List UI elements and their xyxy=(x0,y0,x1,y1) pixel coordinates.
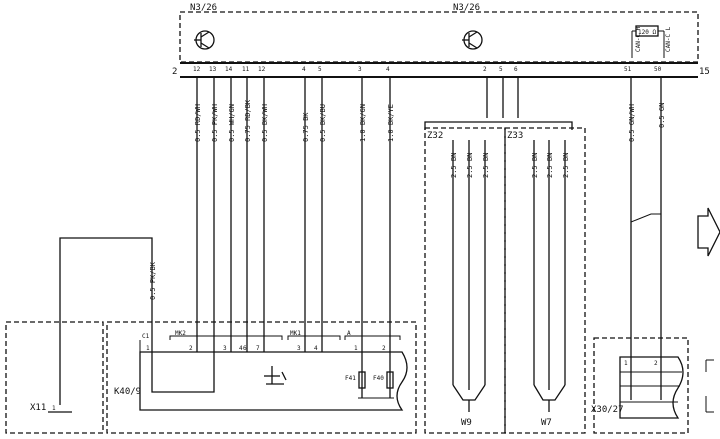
wire-label: 2.5 BN xyxy=(482,153,490,178)
fuse-f41 xyxy=(358,371,366,389)
pin-number: 13 xyxy=(209,66,217,73)
z33-label: Z33 xyxy=(507,131,523,141)
x11-box xyxy=(5,321,104,434)
n3-26-label-right: N3/26 xyxy=(453,3,480,13)
pin-number: 3 xyxy=(223,345,227,352)
pin-number: 4 xyxy=(239,345,243,352)
x30-27-box xyxy=(593,337,689,434)
n3-26-module-border xyxy=(179,11,699,63)
pin-number: 2 xyxy=(483,66,487,73)
twisted-pair-marker xyxy=(630,213,661,223)
wire-bundle xyxy=(196,77,391,352)
wire-label: 0.5 GN xyxy=(658,103,666,128)
pin-number: 5 xyxy=(499,66,503,73)
wire-label: 1.0 BK/YE xyxy=(387,104,395,142)
transistor-icon xyxy=(194,30,215,50)
k40-9-label: K40/9 xyxy=(114,387,141,397)
pin-number: 6 xyxy=(243,345,247,352)
pin-number: 3 xyxy=(358,66,362,73)
wire-label: 0.5 BK/WH xyxy=(261,104,269,142)
wire-label: 2.5 BN xyxy=(466,153,474,178)
pin-number: 5 xyxy=(318,66,322,73)
wire-label: 0.5 WH/GN xyxy=(228,104,236,142)
wire-label: 0.75 RD/BK xyxy=(244,99,252,142)
connector-label: A xyxy=(347,330,351,337)
wire-label: 0.5 PK/BK xyxy=(149,261,157,300)
x30-27-label: X30/27 xyxy=(591,405,624,415)
pin-number: 2 xyxy=(654,360,658,367)
pin-number: 1 xyxy=(624,360,628,367)
w9-label: W9 xyxy=(461,418,472,428)
x11-label: X11 xyxy=(30,403,46,413)
k40-9-box xyxy=(106,321,417,434)
pin-number: 6 xyxy=(514,66,518,73)
connector-label: C1 xyxy=(142,333,150,340)
connector-label: MK1 xyxy=(290,330,301,337)
wire-label: 0.5 GN/WH xyxy=(628,104,636,142)
wire-label: 2.5 BN xyxy=(450,153,458,178)
can-low-label: CAN-C L xyxy=(665,26,672,52)
fuse-f40 xyxy=(386,371,394,389)
k40-9-connector xyxy=(139,351,408,411)
row-start-label: 2 xyxy=(172,67,177,77)
wire-label: 2.5 BN xyxy=(562,153,570,178)
pin-number: 51 xyxy=(624,66,632,73)
pin-number: 14 xyxy=(225,66,233,73)
pin-number: 11 xyxy=(242,66,250,73)
pin-number: 1 xyxy=(354,345,358,352)
pin-number: 4 xyxy=(302,66,306,73)
n3-26-label-left: N3/26 xyxy=(190,3,217,13)
fuse-label: F41 xyxy=(345,375,356,382)
wire-to-x11 xyxy=(59,237,153,405)
pin-number: 4 xyxy=(314,345,318,352)
pin-number: 1 xyxy=(52,405,56,412)
connector-label: MK2 xyxy=(175,330,186,337)
relay-switch-icon xyxy=(264,366,287,385)
z33-box xyxy=(504,127,586,434)
can-high-label: CAN-C H xyxy=(635,26,642,52)
continuation-arrow-icon xyxy=(697,207,720,257)
wire-label: 2.5 BN xyxy=(531,153,539,178)
internal-loop xyxy=(151,352,215,393)
wire-label: 0.75 BK xyxy=(302,112,310,142)
transistor-icon xyxy=(462,30,483,50)
pin-number: 1 xyxy=(146,345,150,352)
pin-number: 2 xyxy=(189,345,193,352)
pin-number: 3 xyxy=(297,345,301,352)
pin-number: 7 xyxy=(256,345,260,352)
z32-bracket xyxy=(424,121,573,126)
pin-number: 4 xyxy=(386,66,390,73)
pin-number: 12 xyxy=(258,66,266,73)
pin-number: 2 xyxy=(382,345,386,352)
fuse-label: F40 xyxy=(373,375,384,382)
row-end-label: 15 xyxy=(699,67,710,77)
wire-label: 0.5 BK/BU xyxy=(319,104,327,142)
resistor-value: 120 Ω xyxy=(638,29,656,36)
wire-label: 1.0 BK/GN xyxy=(359,104,367,142)
x30-27-connector xyxy=(619,356,684,419)
wire-label: 0.5 PK/WH xyxy=(211,104,219,142)
z32-label: Z32 xyxy=(427,131,443,141)
pin-number: 12 xyxy=(193,66,201,73)
wire-label: 2.5 BN xyxy=(546,153,554,178)
wire-label: 0.5 RD/WH xyxy=(194,104,202,142)
z32-box xyxy=(424,127,506,434)
pin-number: 50 xyxy=(654,66,662,73)
w7-label: W7 xyxy=(541,418,552,428)
